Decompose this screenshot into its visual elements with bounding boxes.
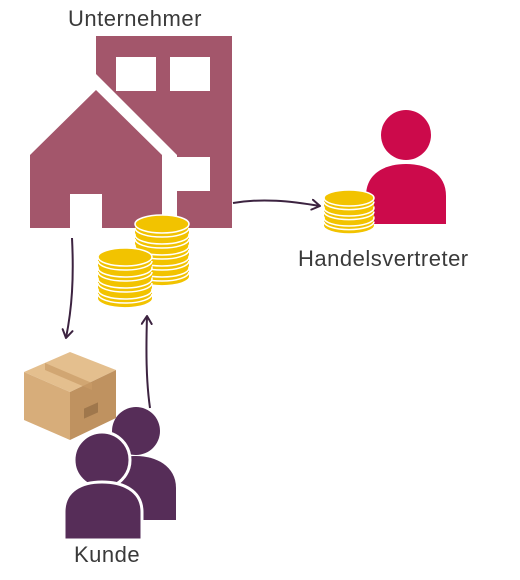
person-head	[381, 110, 431, 160]
person-body	[62, 480, 144, 542]
coin-stack-icon	[97, 214, 190, 308]
box-left	[24, 372, 70, 440]
window	[170, 57, 210, 91]
person-body	[366, 164, 446, 224]
box-tape	[45, 363, 92, 390]
package-box-icon	[24, 352, 116, 440]
company-building-icon	[15, 36, 232, 232]
window	[116, 57, 156, 91]
customer-label: Kunde	[74, 542, 141, 567]
arrow-icon	[140, 315, 153, 409]
agent-person-icon	[366, 110, 446, 224]
arrow-icon	[232, 198, 321, 211]
customer-people-icon	[62, 407, 176, 542]
door	[70, 194, 102, 228]
arrow-icon	[61, 237, 74, 339]
house-icon	[30, 90, 162, 228]
agent-label: Handelsvertreter	[298, 246, 469, 271]
company-label: Unternehmer	[68, 6, 202, 31]
box-label	[84, 402, 98, 419]
coin-stack-icon	[323, 189, 375, 234]
person-head	[72, 430, 132, 490]
